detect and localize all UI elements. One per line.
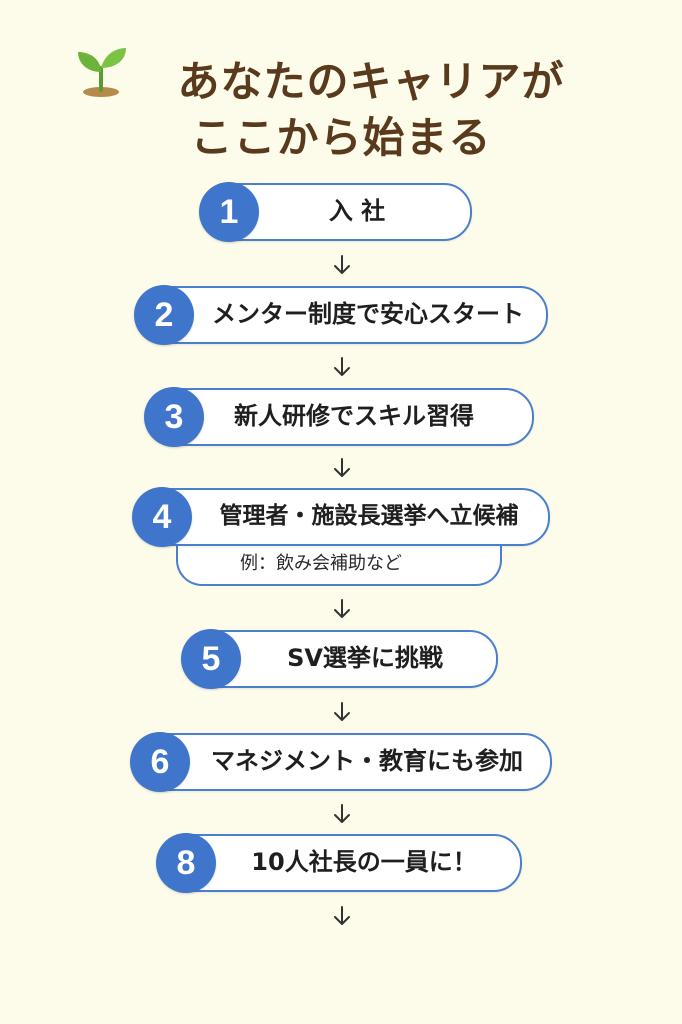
step-6-label: マネジメント・教育にも参加 — [211, 747, 523, 775]
arrow-down-icon — [334, 458, 350, 477]
step-6-box — [134, 733, 552, 791]
title-block: あなたのキャリアが ここから始まる — [0, 40, 682, 162]
step-3-label: 新人研修でスキル習得 — [234, 402, 474, 430]
page-title-line-2: ここから始まる — [190, 113, 492, 162]
arrow-down-icon — [334, 702, 350, 721]
arrow-down-icon — [334, 599, 350, 618]
step-8-label: 10人社長の一員に！ — [251, 848, 477, 876]
step-2-label: メンター制度で安心スタート — [212, 300, 524, 328]
step-4-box — [136, 488, 550, 546]
step-8-number: 8 — [156, 833, 216, 893]
step-4-sub-label: 例：飲み会補助など — [240, 553, 402, 574]
arrow-down-icon — [334, 804, 350, 823]
step-1-label: 入 社 — [328, 197, 386, 225]
step-1-number: 1 — [199, 182, 259, 242]
step-2-box — [138, 286, 548, 344]
sprout-icon — [78, 48, 126, 97]
step-5-label: SV選挙に挑戦 — [287, 644, 443, 672]
step-5-number: 5 — [181, 629, 241, 689]
step-3-number: 3 — [144, 387, 204, 447]
page-title-line-1: あなたのキャリアが — [177, 57, 565, 106]
step-4-number: 4 — [132, 487, 192, 547]
arrow-down-icon — [334, 906, 350, 925]
step-2-number: 2 — [134, 285, 194, 345]
arrow-down-icon — [334, 255, 350, 274]
arrow-down-icon — [334, 357, 350, 376]
step-6-number: 6 — [130, 732, 190, 792]
step-4-label: 管理者・施設長選挙へ立候補 — [219, 503, 519, 529]
